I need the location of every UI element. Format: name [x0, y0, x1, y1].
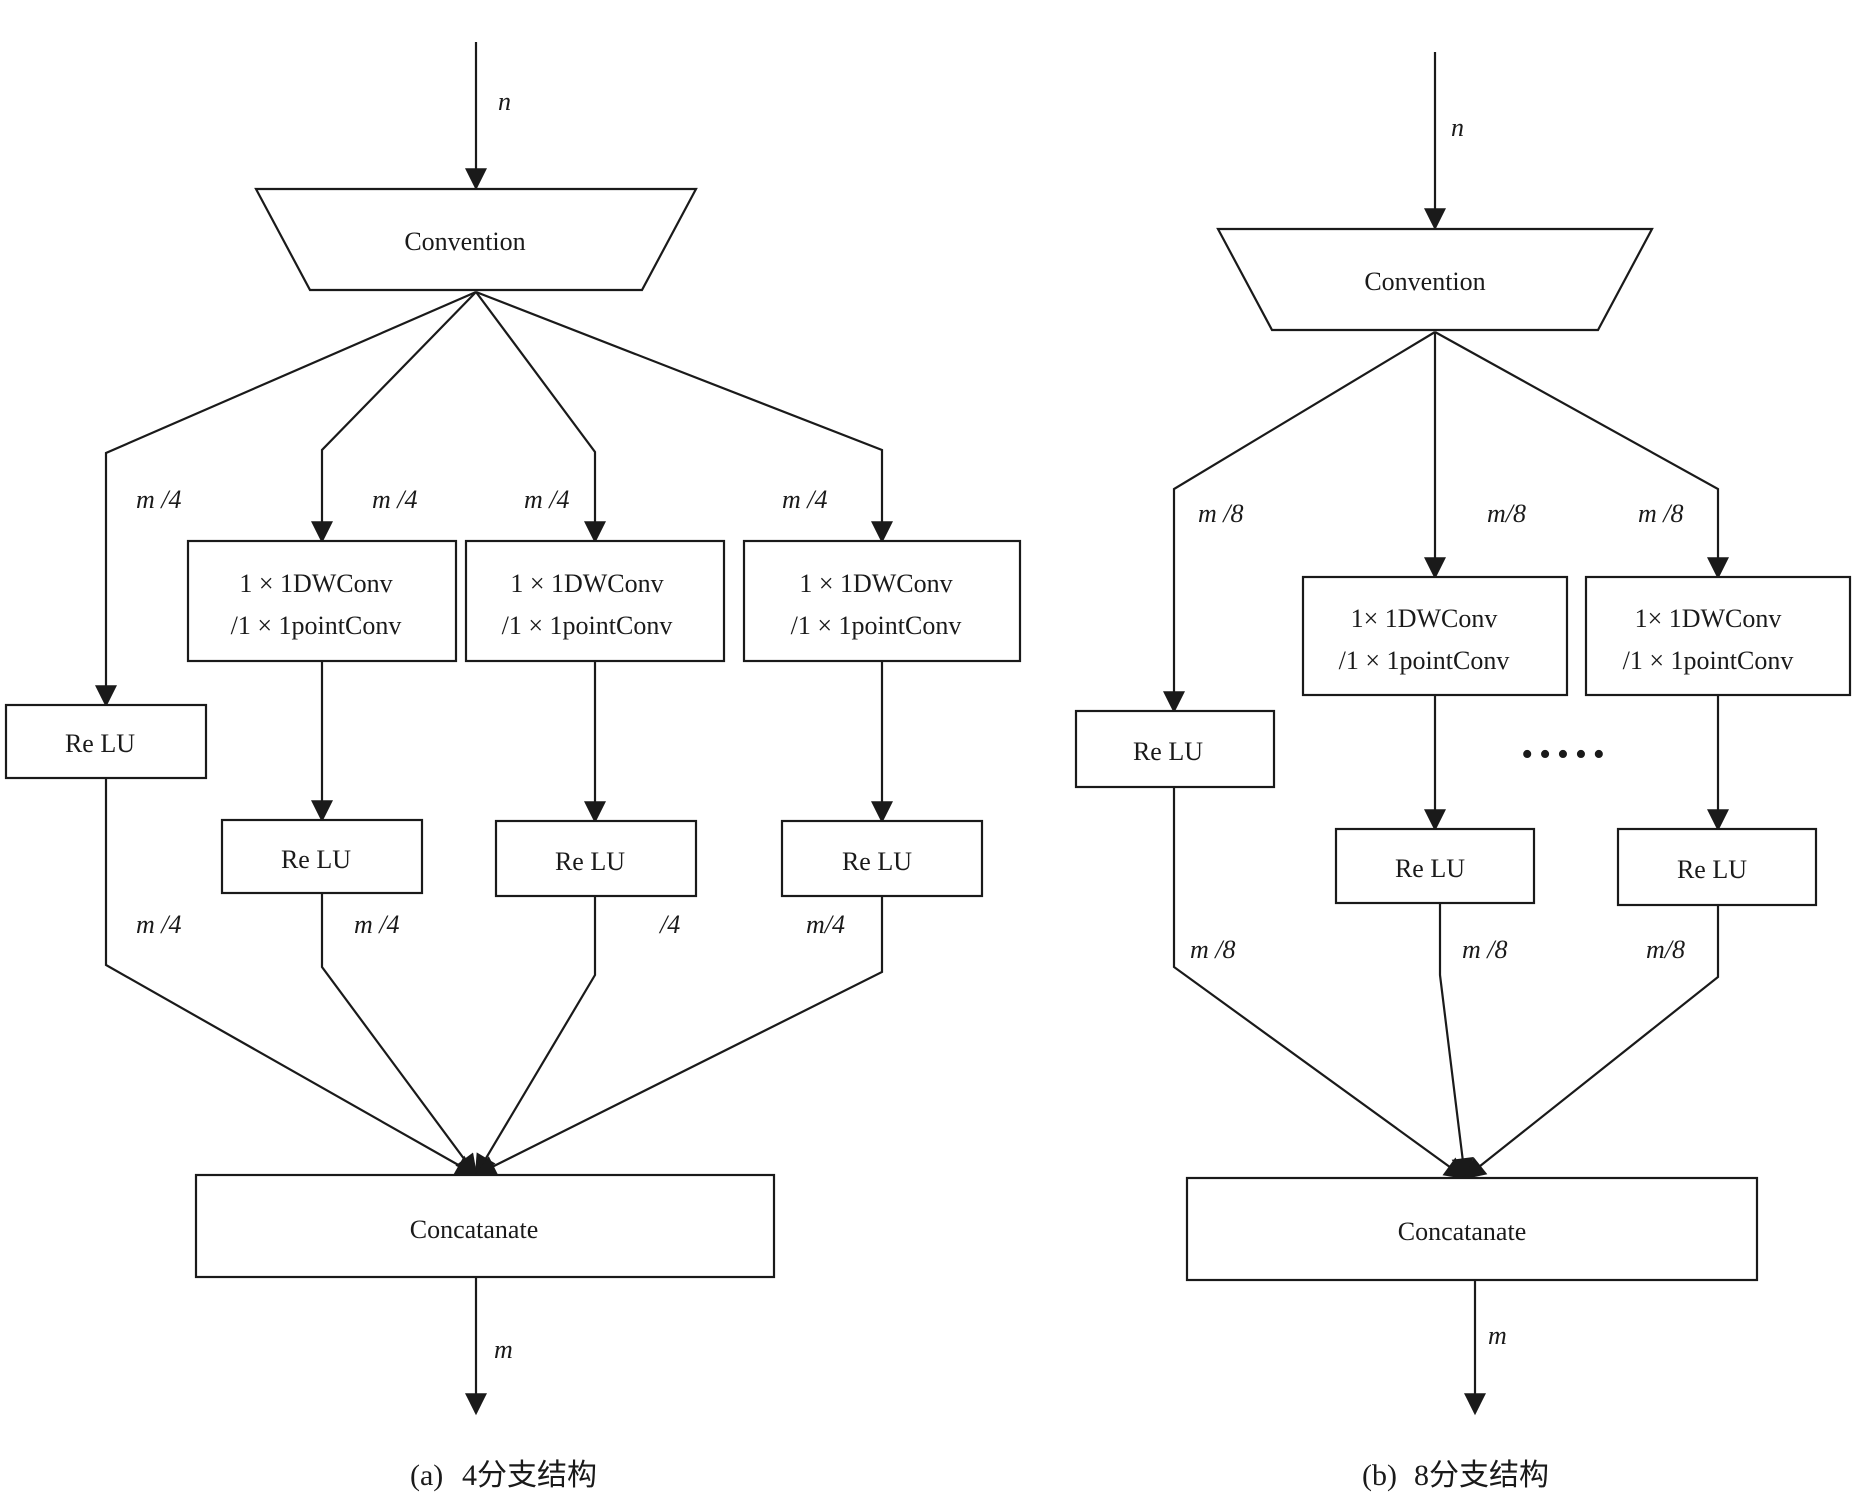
concatenate-label-a: Concatanate — [410, 1215, 539, 1244]
dwconv-line1-2-b: 1× 1DWConv — [1351, 604, 1498, 633]
branch-4-out-arrow-a — [474, 896, 884, 1176]
branch-2-out-arrow-b — [1438, 903, 1474, 1181]
caption-text-b: 8分支结构 — [1414, 1459, 1549, 1492]
branch-2-out-arrow-a — [320, 893, 478, 1177]
convention-label-a: Convention — [404, 227, 525, 256]
dwconv-block-2-a — [186, 539, 458, 663]
branch-1-out-arrow-a — [104, 778, 478, 1177]
relu-block-1-a — [4, 703, 208, 780]
panel-b: n Convention m /8 Re LU m /8 m/8 1× 1DWC… — [1074, 52, 1852, 1492]
convention-block-a — [254, 187, 698, 292]
branch-1-out-label-b: m /8 — [1190, 935, 1236, 964]
branch-1-in-arrow-b — [1163, 331, 1436, 714]
branch-3-in-arrow-b — [1434, 331, 1729, 580]
branch-2-in-label-a: m /4 — [372, 485, 418, 514]
relu-label-2-b: Re LU — [1395, 854, 1465, 883]
branch-1-in-label-a: m /4 — [136, 485, 182, 514]
branch-3-out-label-a: /4 — [658, 910, 680, 939]
ellipsis-dots: ••••• — [1521, 736, 1611, 773]
dwconv-line1-3-b: 1× 1DWConv — [1635, 604, 1782, 633]
relu-block-3-b — [1616, 827, 1818, 907]
branch-3-in-arrow-a — [475, 291, 606, 544]
relu-block-4-a — [780, 819, 984, 898]
output-label-b: m — [1488, 1321, 1507, 1350]
relu-label-2-a: Re LU — [281, 845, 351, 874]
branch-1-out-label-a: m /4 — [136, 910, 182, 939]
caption-prefix-b: (b) — [1362, 1459, 1397, 1492]
dwconv-line2-2-b: /1 × 1pointConv — [1339, 646, 1510, 675]
relu-label-1-a: Re LU — [65, 729, 135, 758]
dwconv-block-3-b — [1584, 575, 1852, 697]
input-label-b: n — [1451, 113, 1464, 142]
branch-3-in-label-b: m /8 — [1638, 499, 1684, 528]
convention-label-b: Convention — [1364, 267, 1485, 296]
branch-2-in-arrow-a — [311, 291, 477, 544]
branch-3-out-label-b: m/8 — [1646, 935, 1685, 964]
output-label-a: m — [494, 1335, 513, 1364]
branch-1-out-arrow-b — [1172, 787, 1467, 1180]
concatenate-block-b — [1185, 1176, 1759, 1282]
input-label-a: n — [498, 87, 511, 116]
concatenate-label-b: Concatanate — [1398, 1217, 1527, 1246]
dwconv-line1-3-a: 1 × 1DWConv — [510, 569, 663, 598]
caption-prefix-a: (a) — [410, 1459, 443, 1492]
relu-block-3-a — [494, 819, 698, 898]
caption-text-a: 4分支结构 — [462, 1459, 597, 1492]
branch-3-in-label-a: m /4 — [524, 485, 570, 514]
branch-4-in-label-a: m /4 — [782, 485, 828, 514]
branch-1-in-arrow-a — [95, 290, 477, 708]
branch-2-out-label-b: m /8 — [1462, 935, 1508, 964]
relu-block-2-b — [1334, 827, 1536, 905]
dwconv-line2-2-a: /1 × 1pointConv — [231, 611, 402, 640]
dwconv-block-2-b — [1301, 575, 1569, 697]
relu-label-3-a: Re LU — [555, 847, 625, 876]
convention-block-b — [1216, 227, 1654, 332]
relu-block-2-a — [220, 818, 424, 895]
dwconv-line2-3-a: /1 × 1pointConv — [502, 611, 673, 640]
branch-3-out-arrow-b — [1463, 905, 1720, 1180]
dwconv-line2-3-b: /1 × 1pointConv — [1623, 646, 1794, 675]
relu-label-3-b: Re LU — [1677, 855, 1747, 884]
dwconv-line2-4-a: /1 × 1pointConv — [791, 611, 962, 640]
branch-3-out-arrow-a — [474, 896, 597, 1177]
panel-a: n Convention m /4 Re LU m /4 m /4 1 × 1D… — [4, 42, 1022, 1492]
dwconv-block-4-a — [742, 539, 1022, 663]
branch-2-out-label-a: m /4 — [354, 910, 400, 939]
dwconv-line1-4-a: 1 × 1DWConv — [799, 569, 952, 598]
branch-4-in-arrow-a — [475, 290, 893, 544]
branch-1-in-label-b: m /8 — [1198, 499, 1244, 528]
branch-4-out-label-a: m/4 — [806, 910, 845, 939]
relu-label-4-a: Re LU — [842, 847, 912, 876]
branch-2-in-label-b: m/8 — [1487, 499, 1526, 528]
concatenate-block-a — [194, 1173, 776, 1279]
relu-label-1-b: Re LU — [1133, 737, 1203, 766]
dwconv-line1-2-a: 1 × 1DWConv — [239, 569, 392, 598]
dwconv-block-3-a — [464, 539, 726, 663]
